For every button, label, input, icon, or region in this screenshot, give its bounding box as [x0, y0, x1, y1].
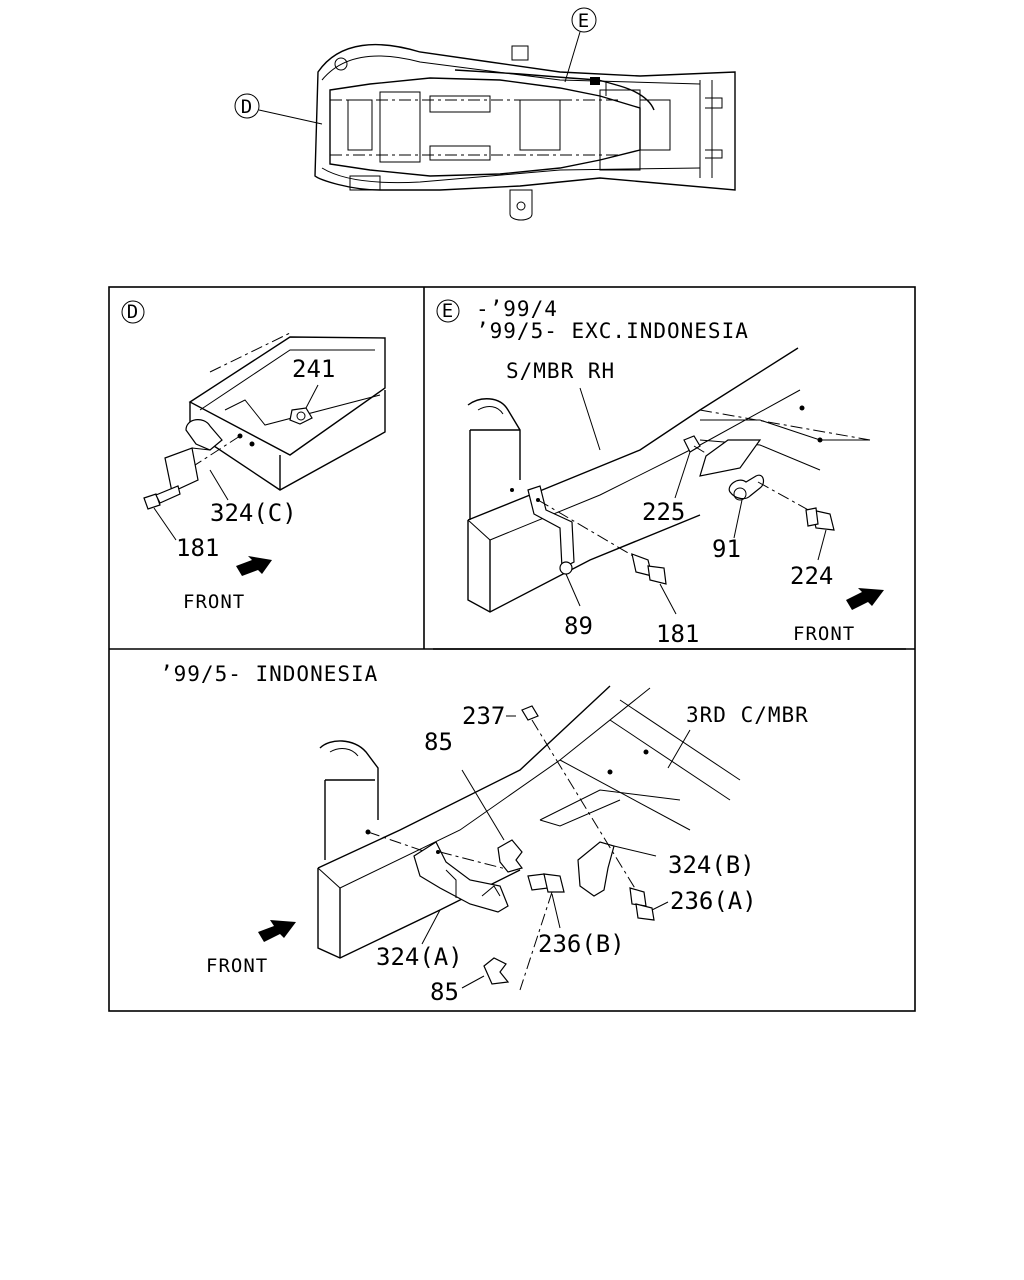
panel-e-callout-circle: [436, 299, 460, 323]
panel-d-part-181: 181: [176, 534, 219, 562]
panel-e-part-181: 181: [656, 620, 699, 648]
panel-bottom-part-324a: 324(A): [376, 943, 463, 971]
panel-d-callout-circle: [121, 300, 145, 324]
panel-d-part-324c: 324(C): [210, 499, 297, 527]
panel-bottom-member-label: 3RD C/MBR: [686, 703, 809, 727]
panel-d-front: FRONT: [183, 591, 245, 613]
panel-bottom-part-237: 237: [462, 702, 505, 730]
panel-e-member-label: S/MBR RH: [506, 359, 615, 383]
panel-bottom-title: ’99/5- INDONESIA: [160, 662, 378, 686]
panel-d: D 241 324(C) 181 FRONT: [121, 300, 386, 613]
overview-callout-d: D: [241, 96, 253, 118]
panel-e-part-89: 89: [564, 612, 593, 640]
panel-frames: [108, 286, 916, 1012]
panel-e-title-line2: ’99/5- EXC.INDONESIA: [476, 319, 749, 343]
callout-e-circle: [571, 7, 597, 33]
panel-e-part-224: 224: [790, 562, 833, 590]
panel-bottom-part-85-top: 85: [424, 728, 453, 756]
panel-e-callout: E: [442, 300, 454, 322]
front-arrow-icon: [258, 920, 296, 942]
panel-bottom-part-236a: 236(A): [670, 887, 757, 915]
panel-e-front: FRONT: [793, 623, 855, 645]
panel-bottom-part-85-bottom: 85: [430, 978, 459, 1006]
panel-e-title-line1: -’99/4: [476, 297, 558, 321]
panel-e-part-225: 225: [642, 498, 685, 526]
chassis-overview: E D: [234, 7, 736, 221]
panel-e: E -’99/4 ’99/5- EXC.INDONESIA S/MBR RH: [436, 297, 884, 648]
panel-bottom-front: FRONT: [206, 955, 268, 977]
panel-bottom-part-236b: 236(B): [538, 930, 625, 958]
front-arrow-icon: [236, 556, 272, 576]
panel-d-part-241: 241: [292, 355, 335, 383]
panel-e-part-91: 91: [712, 535, 741, 563]
panel-d-callout: D: [127, 301, 139, 323]
panel-bottom: ’99/5- INDONESIA 3RD C/MBR: [160, 662, 809, 1006]
callout-d-circle: [234, 93, 260, 119]
panel-bottom-part-324b: 324(B): [668, 851, 755, 879]
overview-callout-e: E: [578, 10, 590, 32]
front-arrow-icon: [846, 588, 884, 610]
